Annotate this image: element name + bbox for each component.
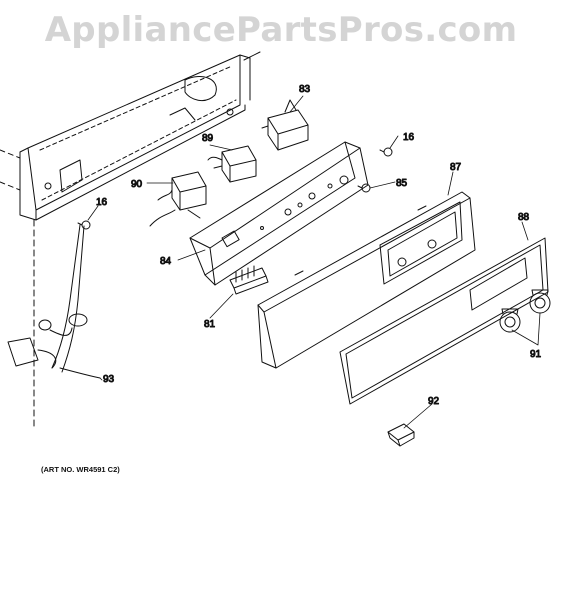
- wire-harness: [7, 224, 101, 379]
- art-number-note: (ART NO. WR4591 C2): [41, 465, 120, 474]
- trim-frame-88: [339, 237, 549, 405]
- callout-93: 93: [103, 374, 115, 385]
- callout-81: 81: [204, 319, 216, 330]
- callout-88: 88: [518, 212, 530, 223]
- callout-16-left: 16: [96, 197, 108, 208]
- callout-91: 91: [530, 349, 542, 360]
- switch-90: [149, 171, 207, 227]
- leader-lines: [87, 95, 541, 429]
- watermark-logo: AppliancePartsPros.com: [44, 10, 518, 50]
- screw-16-top: [379, 147, 393, 157]
- connector-81: [229, 265, 269, 295]
- mounting-bracket: [0, 51, 261, 221]
- clip-92: [387, 423, 415, 447]
- callout-87: 87: [450, 162, 462, 173]
- callout-83: 83: [299, 84, 311, 95]
- callout-84: 84: [160, 256, 172, 267]
- knob-91-left: [499, 308, 521, 333]
- callout-89: 89: [202, 133, 214, 144]
- control-bracket-84: [189, 141, 369, 286]
- control-panel-87: [257, 191, 476, 369]
- switch-83: [261, 99, 309, 151]
- callout-16-top: 16: [403, 132, 415, 143]
- knob-91-right: [529, 289, 551, 314]
- callout-92: 92: [428, 396, 440, 407]
- screw-16-left: [77, 220, 91, 230]
- callout-90: 90: [131, 179, 143, 190]
- switch-89: [207, 145, 257, 183]
- callout-85: 85: [396, 178, 408, 189]
